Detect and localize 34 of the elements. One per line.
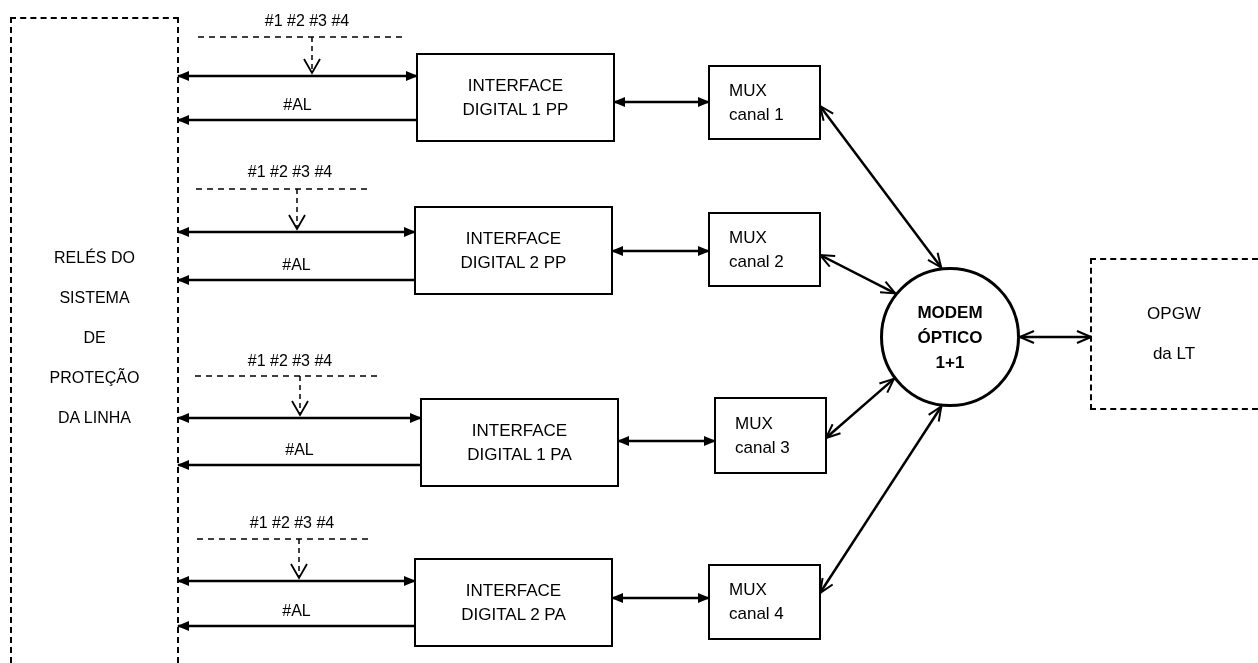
signal-label: #1 #2 #3 #4 bbox=[247, 352, 333, 370]
opgw-box bbox=[1090, 258, 1258, 410]
mux-box bbox=[708, 564, 821, 640]
node-label: INTERFACE DIGITAL 2 PA bbox=[460, 579, 567, 626]
mux-box bbox=[708, 212, 821, 287]
interface-box bbox=[420, 398, 619, 487]
interface-box bbox=[414, 206, 613, 295]
arrow bbox=[177, 115, 417, 125]
node-label: OPGW da LT bbox=[1146, 303, 1202, 365]
mux-box bbox=[708, 65, 821, 140]
node-label: MUX canal 4 bbox=[729, 579, 785, 625]
signal-label: #1 #2 #3 #4 bbox=[264, 12, 350, 30]
arrow bbox=[177, 227, 416, 237]
signal-label: #1 #2 #3 #4 bbox=[249, 514, 335, 532]
signal-label: #1 #2 #3 #4 bbox=[247, 163, 333, 181]
node-label: INTERFACE DIGITAL 1 PP bbox=[461, 74, 570, 121]
relay-group-box bbox=[10, 17, 179, 663]
mux-box bbox=[714, 397, 827, 474]
node-label: INTERFACE DIGITAL 1 PA bbox=[466, 419, 573, 466]
arrow bbox=[1019, 330, 1092, 344]
node-label: MUX canal 2 bbox=[729, 226, 785, 273]
arrow bbox=[177, 413, 422, 423]
arrow bbox=[177, 621, 415, 631]
arrow bbox=[177, 460, 421, 470]
node-label: MODEM ÓPTICO 1+1 bbox=[916, 301, 984, 374]
node-label: MUX canal 3 bbox=[735, 412, 791, 459]
node-label: INTERFACE DIGITAL 2 PP bbox=[459, 227, 568, 274]
interface-box bbox=[416, 53, 615, 142]
node-label: MUX canal 1 bbox=[729, 79, 785, 126]
arrow bbox=[177, 275, 415, 285]
arrow bbox=[177, 71, 418, 81]
arrow bbox=[177, 576, 416, 586]
interface-box bbox=[414, 558, 613, 647]
node-label: RELÉS DO SISTEMA DE PROTEÇÃO DA LINHA bbox=[48, 247, 141, 428]
